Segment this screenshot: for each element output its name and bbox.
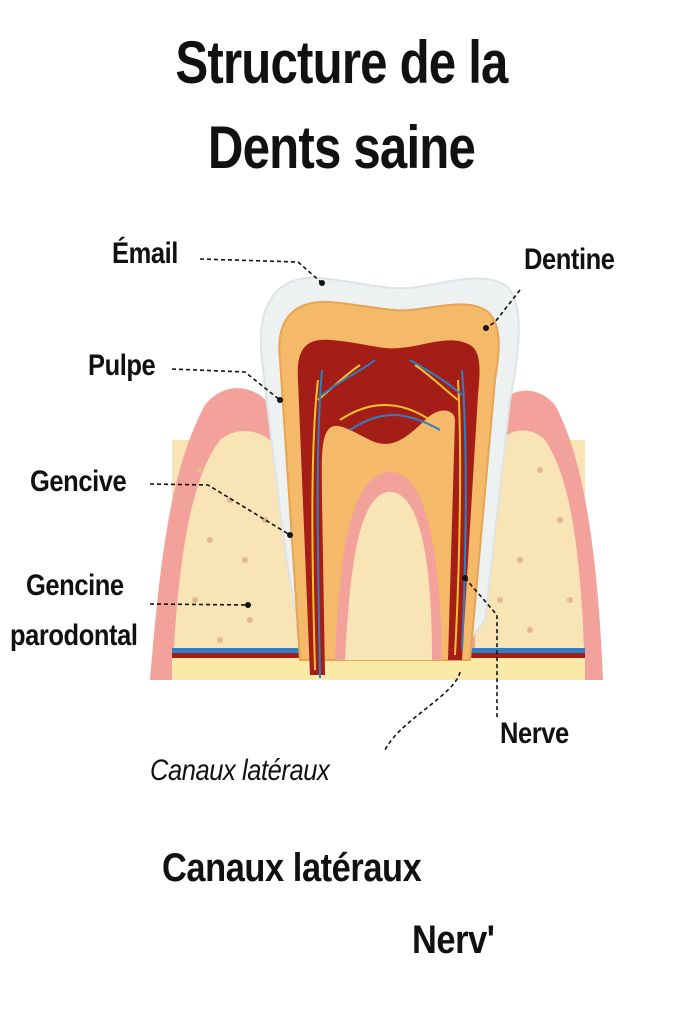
leader-dots xyxy=(245,280,489,608)
bone-right xyxy=(475,430,585,680)
vessels xyxy=(316,359,467,679)
label-email: Émail xyxy=(112,237,178,270)
leader-lines xyxy=(149,258,521,751)
label-nerve: Nerve xyxy=(500,717,569,750)
label-dentine: Dentine xyxy=(524,243,615,276)
page-title-line2: Dents saine xyxy=(207,114,476,181)
label-pulpe: Pulpe xyxy=(88,349,156,382)
label-gencine-line2: parodontal xyxy=(10,619,138,652)
page-title-line1: Structure de la xyxy=(175,29,508,96)
bone-left xyxy=(172,430,298,680)
label-gencive: Gencive xyxy=(30,465,127,498)
base-yellow-stripe xyxy=(172,658,585,680)
bottom-canaux-lateraux: Canaux latéraux xyxy=(162,846,422,890)
bottom-nerv: Nerv' xyxy=(412,918,495,962)
label-canaux-lateraux: Canaux latéraux xyxy=(150,754,330,787)
label-gencine-line1: Gencine xyxy=(26,569,124,602)
pulp xyxy=(297,339,480,675)
